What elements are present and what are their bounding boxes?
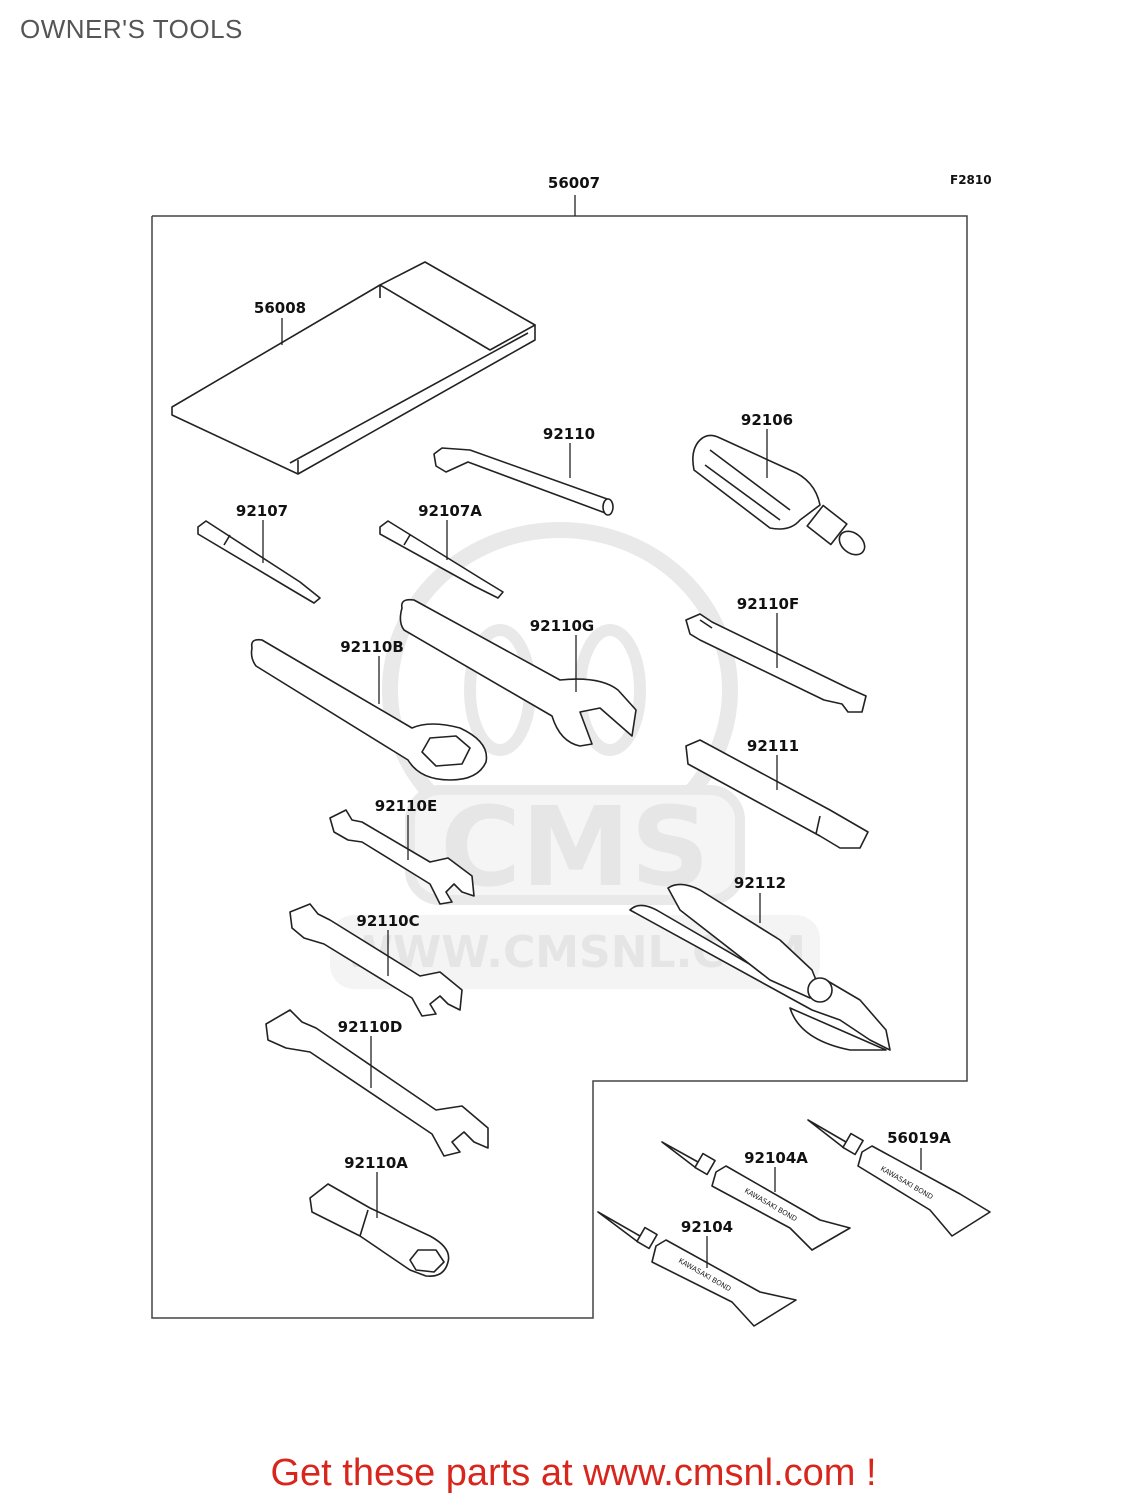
sealant-tube-92104A: KAWASAKI BOND: [661, 1141, 851, 1251]
label-92107: 92107: [236, 502, 288, 520]
flat-spanner: [685, 613, 867, 713]
label-92110C: 92110C: [356, 912, 419, 930]
label-92110A: 92110A: [344, 1154, 408, 1172]
parts-diagram: CMS WWW.CMSNL.COM 56007 F2810 56008 9211…: [151, 173, 992, 1327]
screwdriver-handle: [692, 434, 866, 556]
open-wrench-92110D: [265, 1009, 489, 1157]
watermark-badge: [405, 785, 745, 905]
label-92104: 92104: [681, 1218, 733, 1236]
open-wrench-92110C: [289, 903, 463, 1017]
screwdriver-bit-92107A: [379, 520, 504, 599]
label-56008: 56008: [254, 299, 306, 317]
footer-link[interactable]: Get these parts at www.cmsnl.com !: [270, 1452, 877, 1494]
open-wrench-92110E: [329, 809, 475, 905]
wrench-92110G: [399, 598, 637, 747]
label-92110E: 92110E: [375, 797, 437, 815]
hex-key: [433, 447, 614, 516]
extension-bar: [685, 739, 869, 849]
label-92111: 92111: [747, 737, 799, 755]
label-56007: 56007: [548, 174, 600, 192]
label-92110B: 92110B: [340, 638, 404, 656]
label-92110D: 92110D: [338, 1018, 403, 1036]
socket-wrench: [309, 1183, 450, 1278]
figure-code: F2810: [950, 173, 992, 187]
label-92110: 92110: [543, 425, 595, 443]
label-92110F: 92110F: [737, 595, 799, 613]
tool-pouch: [171, 261, 536, 475]
ring-wrench: [250, 638, 488, 781]
pliers: [629, 883, 891, 1051]
label-92107A: 92107A: [418, 502, 482, 520]
label-56019A: 56019A: [887, 1129, 951, 1147]
label-92110G: 92110G: [530, 617, 595, 635]
label-92112: 92112: [734, 874, 786, 892]
page-title: OWNER'S TOOLS: [20, 14, 243, 44]
label-92104A: 92104A: [744, 1149, 808, 1167]
screwdriver-bit-92107: [197, 520, 321, 604]
watermark-text: CMS: [440, 783, 709, 911]
sealant-tube-56019A: KAWASAKI BOND: [807, 1119, 991, 1237]
label-92106: 92106: [741, 411, 793, 429]
kit-frame: [151, 215, 968, 1319]
